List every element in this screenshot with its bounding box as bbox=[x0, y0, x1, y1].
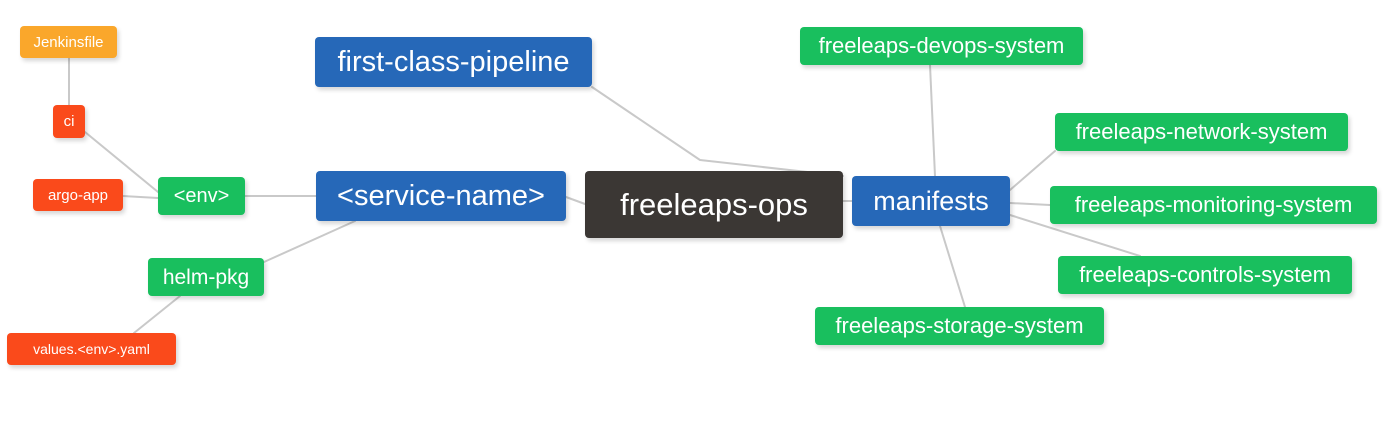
edge-helm-to-values bbox=[133, 295, 181, 334]
node-label-ci: ci bbox=[63, 113, 75, 130]
edge-manifests-to-storage bbox=[939, 225, 966, 308]
node-values[interactable]: values.<env>.yaml bbox=[7, 333, 176, 365]
node-label-helm: helm-pkg bbox=[162, 265, 250, 289]
node-label-monitoring: freeleaps-monitoring-system bbox=[1074, 192, 1353, 217]
node-label-root: freeleaps-ops bbox=[620, 187, 808, 222]
edge-service-to-helm bbox=[263, 220, 356, 263]
node-network[interactable]: freeleaps-network-system bbox=[1055, 113, 1348, 151]
edge-root-to-service bbox=[565, 196, 586, 205]
node-pipeline[interactable]: first-class-pipeline bbox=[315, 37, 592, 87]
edge-root-to-pipeline bbox=[591, 86, 844, 177]
edge-manifests-to-devops bbox=[929, 64, 936, 177]
node-label-devops: freeleaps-devops-system bbox=[818, 33, 1065, 58]
edge-manifests-to-network bbox=[1009, 150, 1056, 191]
edge-env-to-argo bbox=[122, 195, 159, 199]
node-storage[interactable]: freeleaps-storage-system bbox=[815, 307, 1104, 345]
node-label-storage: freeleaps-storage-system bbox=[835, 313, 1084, 338]
node-monitoring[interactable]: freeleaps-monitoring-system bbox=[1050, 186, 1377, 224]
node-helm[interactable]: helm-pkg bbox=[148, 258, 264, 296]
node-service[interactable]: <service-name> bbox=[316, 171, 566, 221]
node-label-controls: freeleaps-controls-system bbox=[1079, 262, 1331, 287]
node-label-values: values.<env>.yaml bbox=[33, 341, 150, 357]
node-label-manifests: manifests bbox=[873, 185, 989, 216]
node-label-network: freeleaps-network-system bbox=[1075, 119, 1328, 144]
node-ci[interactable]: ci bbox=[53, 105, 85, 138]
node-label-jenkinsfile: Jenkinsfile bbox=[33, 33, 104, 51]
node-env[interactable]: <env> bbox=[158, 177, 245, 215]
node-label-argo: argo-app bbox=[47, 186, 109, 204]
node-controls[interactable]: freeleaps-controls-system bbox=[1058, 256, 1352, 294]
node-root[interactable]: freeleaps-ops bbox=[585, 171, 843, 238]
node-jenkinsfile[interactable]: Jenkinsfile bbox=[20, 26, 117, 58]
node-label-pipeline: first-class-pipeline bbox=[337, 45, 570, 78]
node-argo[interactable]: argo-app bbox=[33, 179, 123, 211]
node-label-env: <env> bbox=[173, 185, 230, 207]
edge-manifests-to-monitoring bbox=[1009, 202, 1051, 206]
node-manifests[interactable]: manifests bbox=[852, 176, 1010, 226]
node-devops[interactable]: freeleaps-devops-system bbox=[800, 27, 1083, 65]
node-label-service: <service-name> bbox=[337, 179, 545, 212]
